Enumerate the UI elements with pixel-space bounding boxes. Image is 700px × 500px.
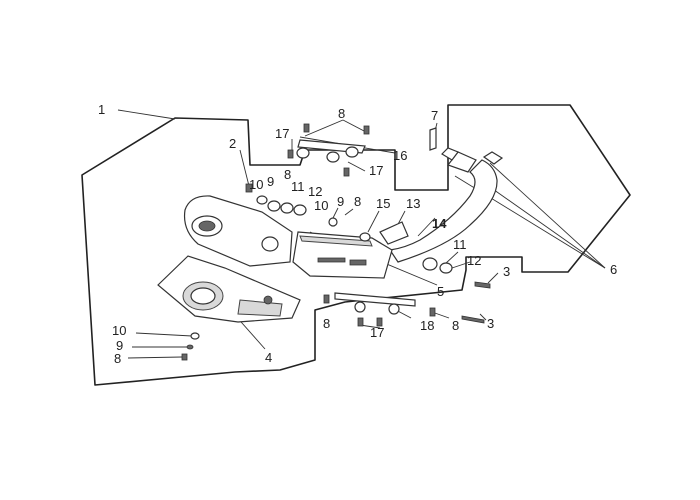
callout-4: 4 (265, 350, 272, 365)
callout-12: 12 (308, 184, 322, 199)
upper-clamp-bracket (296, 139, 366, 163)
callout-9: 9 (267, 174, 274, 189)
mounting-bracket (334, 292, 416, 315)
muffler-canister (183, 195, 293, 267)
callout-labels: 1 2 8 7 17 16 17 10 9 8 11 12 10 9 8 15 … (98, 102, 617, 366)
assembly-1-outline (81, 104, 631, 386)
callout-8: 8 (338, 106, 345, 121)
callout-7: 7 (431, 108, 438, 123)
callout-17: 17 (275, 126, 289, 141)
callout-11: 11 (453, 237, 467, 252)
callout-14: 14 (432, 216, 447, 231)
callout-3: 3 (487, 316, 494, 331)
callout-8: 8 (114, 351, 121, 366)
callout-8: 8 (323, 316, 330, 331)
callout-9: 9 (116, 338, 123, 353)
callout-3: 3 (503, 264, 510, 279)
callout-8: 8 (452, 318, 459, 333)
callout-17: 17 (370, 325, 384, 340)
callout-11: 11 (291, 179, 305, 194)
hardware-parts (181, 123, 491, 361)
callout-10: 10 (112, 323, 126, 338)
callout-8: 8 (354, 194, 361, 209)
callout-6: 6 (610, 262, 617, 277)
callout-18: 18 (420, 318, 434, 333)
callout-5: 5 (437, 284, 444, 299)
callout-16: 16 (393, 148, 407, 163)
callout-13: 13 (406, 196, 420, 211)
callout-9: 9 (337, 194, 344, 209)
callout-1: 1 (98, 102, 105, 117)
callout-8: 8 (284, 167, 291, 182)
callout-17: 17 (369, 163, 383, 178)
header-pipe (388, 147, 504, 263)
callout-15: 15 (376, 196, 390, 211)
callout-12: 12 (467, 253, 481, 268)
muffler-heat-shield (292, 221, 409, 279)
muffler-cover (157, 255, 301, 323)
callout-10: 10 (314, 198, 328, 213)
callout-10: 10 (249, 177, 263, 192)
callout-2: 2 (229, 136, 236, 151)
